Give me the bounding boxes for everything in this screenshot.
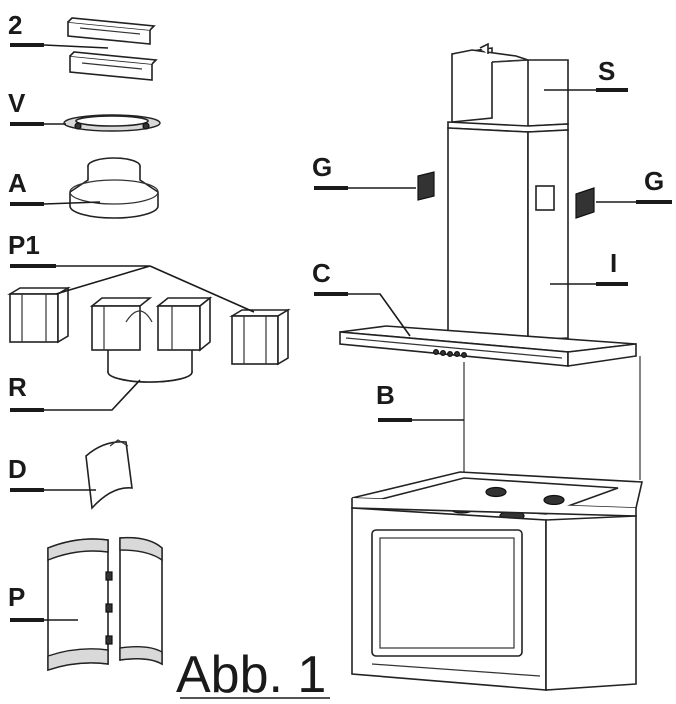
chimney-lower [447,127,569,341]
curved-plate [85,439,133,510]
label-part-p1: P1 [8,230,40,260]
label-part-g-right: G [644,166,664,196]
leader-r [44,379,141,411]
label-part-g-left: G [312,152,332,182]
filter-boxes [7,286,291,366]
stove [351,471,643,691]
label-part-2: 2 [8,10,22,40]
leader-a [43,201,101,205]
label-part-s: S [598,56,615,86]
label-part-c: C [312,258,331,288]
reducer-assembly [89,296,213,383]
label-part-p: P [8,582,25,612]
leader-p1 [55,265,255,313]
label-part-v: V [8,88,26,118]
adapter-ring [69,157,159,219]
vent-grilles [417,171,595,219]
label-part-i: I [610,248,617,278]
chimney-upper [447,42,569,133]
hood-canopy [339,325,637,367]
valve-plate [63,114,161,132]
leader-2 [43,44,109,49]
leader-c [348,293,411,337]
bracket-parts [67,17,158,81]
label-part-a: A [8,168,27,198]
label-part-b: B [376,380,395,410]
label-part-r: R [8,372,27,402]
figure-caption: Abb. 1 [176,646,326,704]
cylinder-cover [47,536,163,672]
label-part-d: D [8,454,27,484]
